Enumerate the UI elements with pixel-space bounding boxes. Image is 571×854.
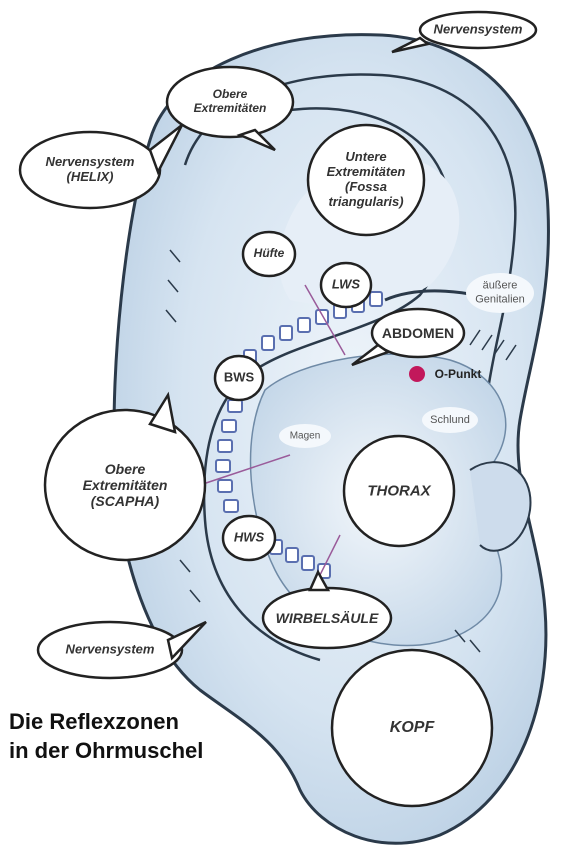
label-untere-extremitaeten: Untere Extremitäten (Fossa triangularis) [327, 150, 406, 210]
label-obere-top-line2: Extremitäten [194, 102, 267, 116]
label-wirbelsaeule: WIRBELSÄULE [276, 610, 379, 626]
label-aeussere-genitalien: äußere Genitalien [475, 279, 525, 308]
label-scapha-line3: (SCAPHA) [83, 493, 168, 509]
label-lws: LWS [332, 278, 360, 293]
label-bws: BWS [224, 371, 254, 386]
label-magen: Magen [290, 431, 321, 442]
label-nervensystem-helix-line1: Nervensystem [46, 155, 135, 170]
label-huefte: Hüfte [254, 247, 285, 261]
o-punkt-dot [409, 366, 425, 382]
label-nervensystem-helix: Nervensystem (HELIX) [46, 155, 135, 185]
label-obere-extremitaeten-top: Obere Extremitäten [194, 88, 267, 116]
label-nervensystem-top: Nervensystem [434, 23, 523, 38]
caption-line2: in der Ohrmuschel [9, 736, 203, 765]
caption-line1: Die Reflexzonen [9, 707, 203, 736]
label-nervensystem-helix-line2: (HELIX) [46, 170, 135, 185]
label-untere-line1: Untere [327, 150, 406, 165]
label-nervensystem-bottom: Nervensystem [66, 643, 155, 658]
label-abdomen: ABDOMEN [382, 325, 454, 341]
caption: Die Reflexzonen in der Ohrmuschel [9, 707, 203, 765]
label-kopf: KOPF [390, 719, 434, 737]
label-o-punkt: O-Punkt [435, 367, 482, 381]
label-untere-line2: Extremitäten [327, 165, 406, 180]
label-genitalien-line1: äußere [475, 279, 525, 293]
label-genitalien-line2: Genitalien [475, 293, 525, 307]
label-obere-extremitaeten-scapha: Obere Extremitäten (SCAPHA) [83, 461, 168, 509]
label-hws: HWS [234, 531, 264, 546]
label-obere-top-line1: Obere [194, 88, 267, 102]
label-scapha-line2: Extremitäten [83, 477, 168, 493]
label-thorax: THORAX [367, 482, 430, 499]
label-scapha-line1: Obere [83, 461, 168, 477]
label-schlund: Schlund [430, 414, 470, 426]
label-untere-line3: (Fossa [327, 180, 406, 195]
label-untere-line4: triangularis) [327, 195, 406, 210]
